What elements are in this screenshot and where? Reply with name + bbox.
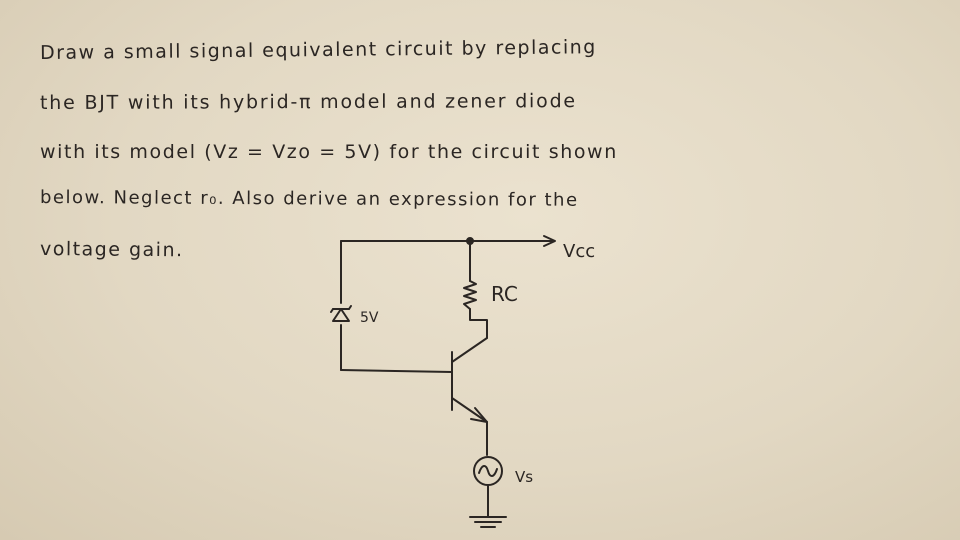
problem-line-3: with its model (Vz = Vzo = 5V) for the c… xyxy=(40,141,618,163)
rc-resistor-icon xyxy=(463,280,477,310)
base-wire xyxy=(340,369,453,373)
bjt-collector-lead xyxy=(451,337,488,363)
rc-label: RC xyxy=(491,282,518,306)
zener-diode-icon xyxy=(330,305,352,322)
source-label: Vs xyxy=(515,468,534,486)
vcc-label: Vcc xyxy=(563,241,596,262)
ac-source-icon xyxy=(473,456,503,486)
bjt-emitter-arrow xyxy=(470,407,488,423)
bjt-emitter-lead xyxy=(451,397,488,423)
rc-branch-wire xyxy=(469,240,488,339)
ground-icon xyxy=(469,516,507,528)
zener-voltage-label: 5V xyxy=(360,310,379,326)
vcc-arrow xyxy=(543,235,556,247)
